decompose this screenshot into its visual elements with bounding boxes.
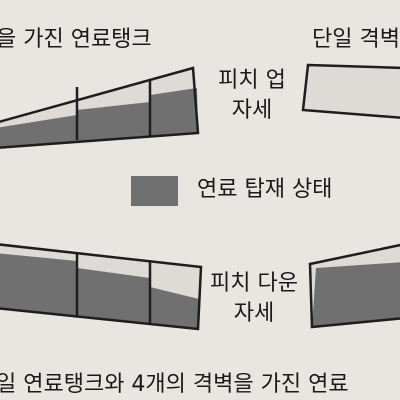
upper-left-tank <box>0 66 200 149</box>
upper-left-tank-fuel <box>0 88 198 148</box>
legend-label: 연료 탑재 상태 <box>197 177 333 202</box>
upper-right-tank-outline <box>301 63 400 119</box>
lower-left-tank-outline <box>0 243 203 331</box>
lower-right-tank <box>308 243 400 329</box>
pitch-up-label: 피치 업 자세 <box>218 68 286 123</box>
upper-left-tank-outline <box>0 66 200 149</box>
upper-right-tank <box>301 63 400 119</box>
upper-right-tank-body <box>303 65 400 118</box>
lower-right-tank-outline <box>308 243 400 329</box>
lower-left-tank <box>0 243 203 331</box>
left-tank-title: 을 가진 연료탱크 <box>0 27 152 52</box>
lower-right-tank-fuel <box>312 262 400 327</box>
bottom-caption: 일 연료탱크와 4개의 격벽을 가진 연료 <box>0 372 349 397</box>
right-tank-title: 단일 격벽 <box>312 27 400 52</box>
legend-swatch <box>131 176 178 206</box>
pitch-down-label: 피치 다운 자세 <box>210 271 298 326</box>
